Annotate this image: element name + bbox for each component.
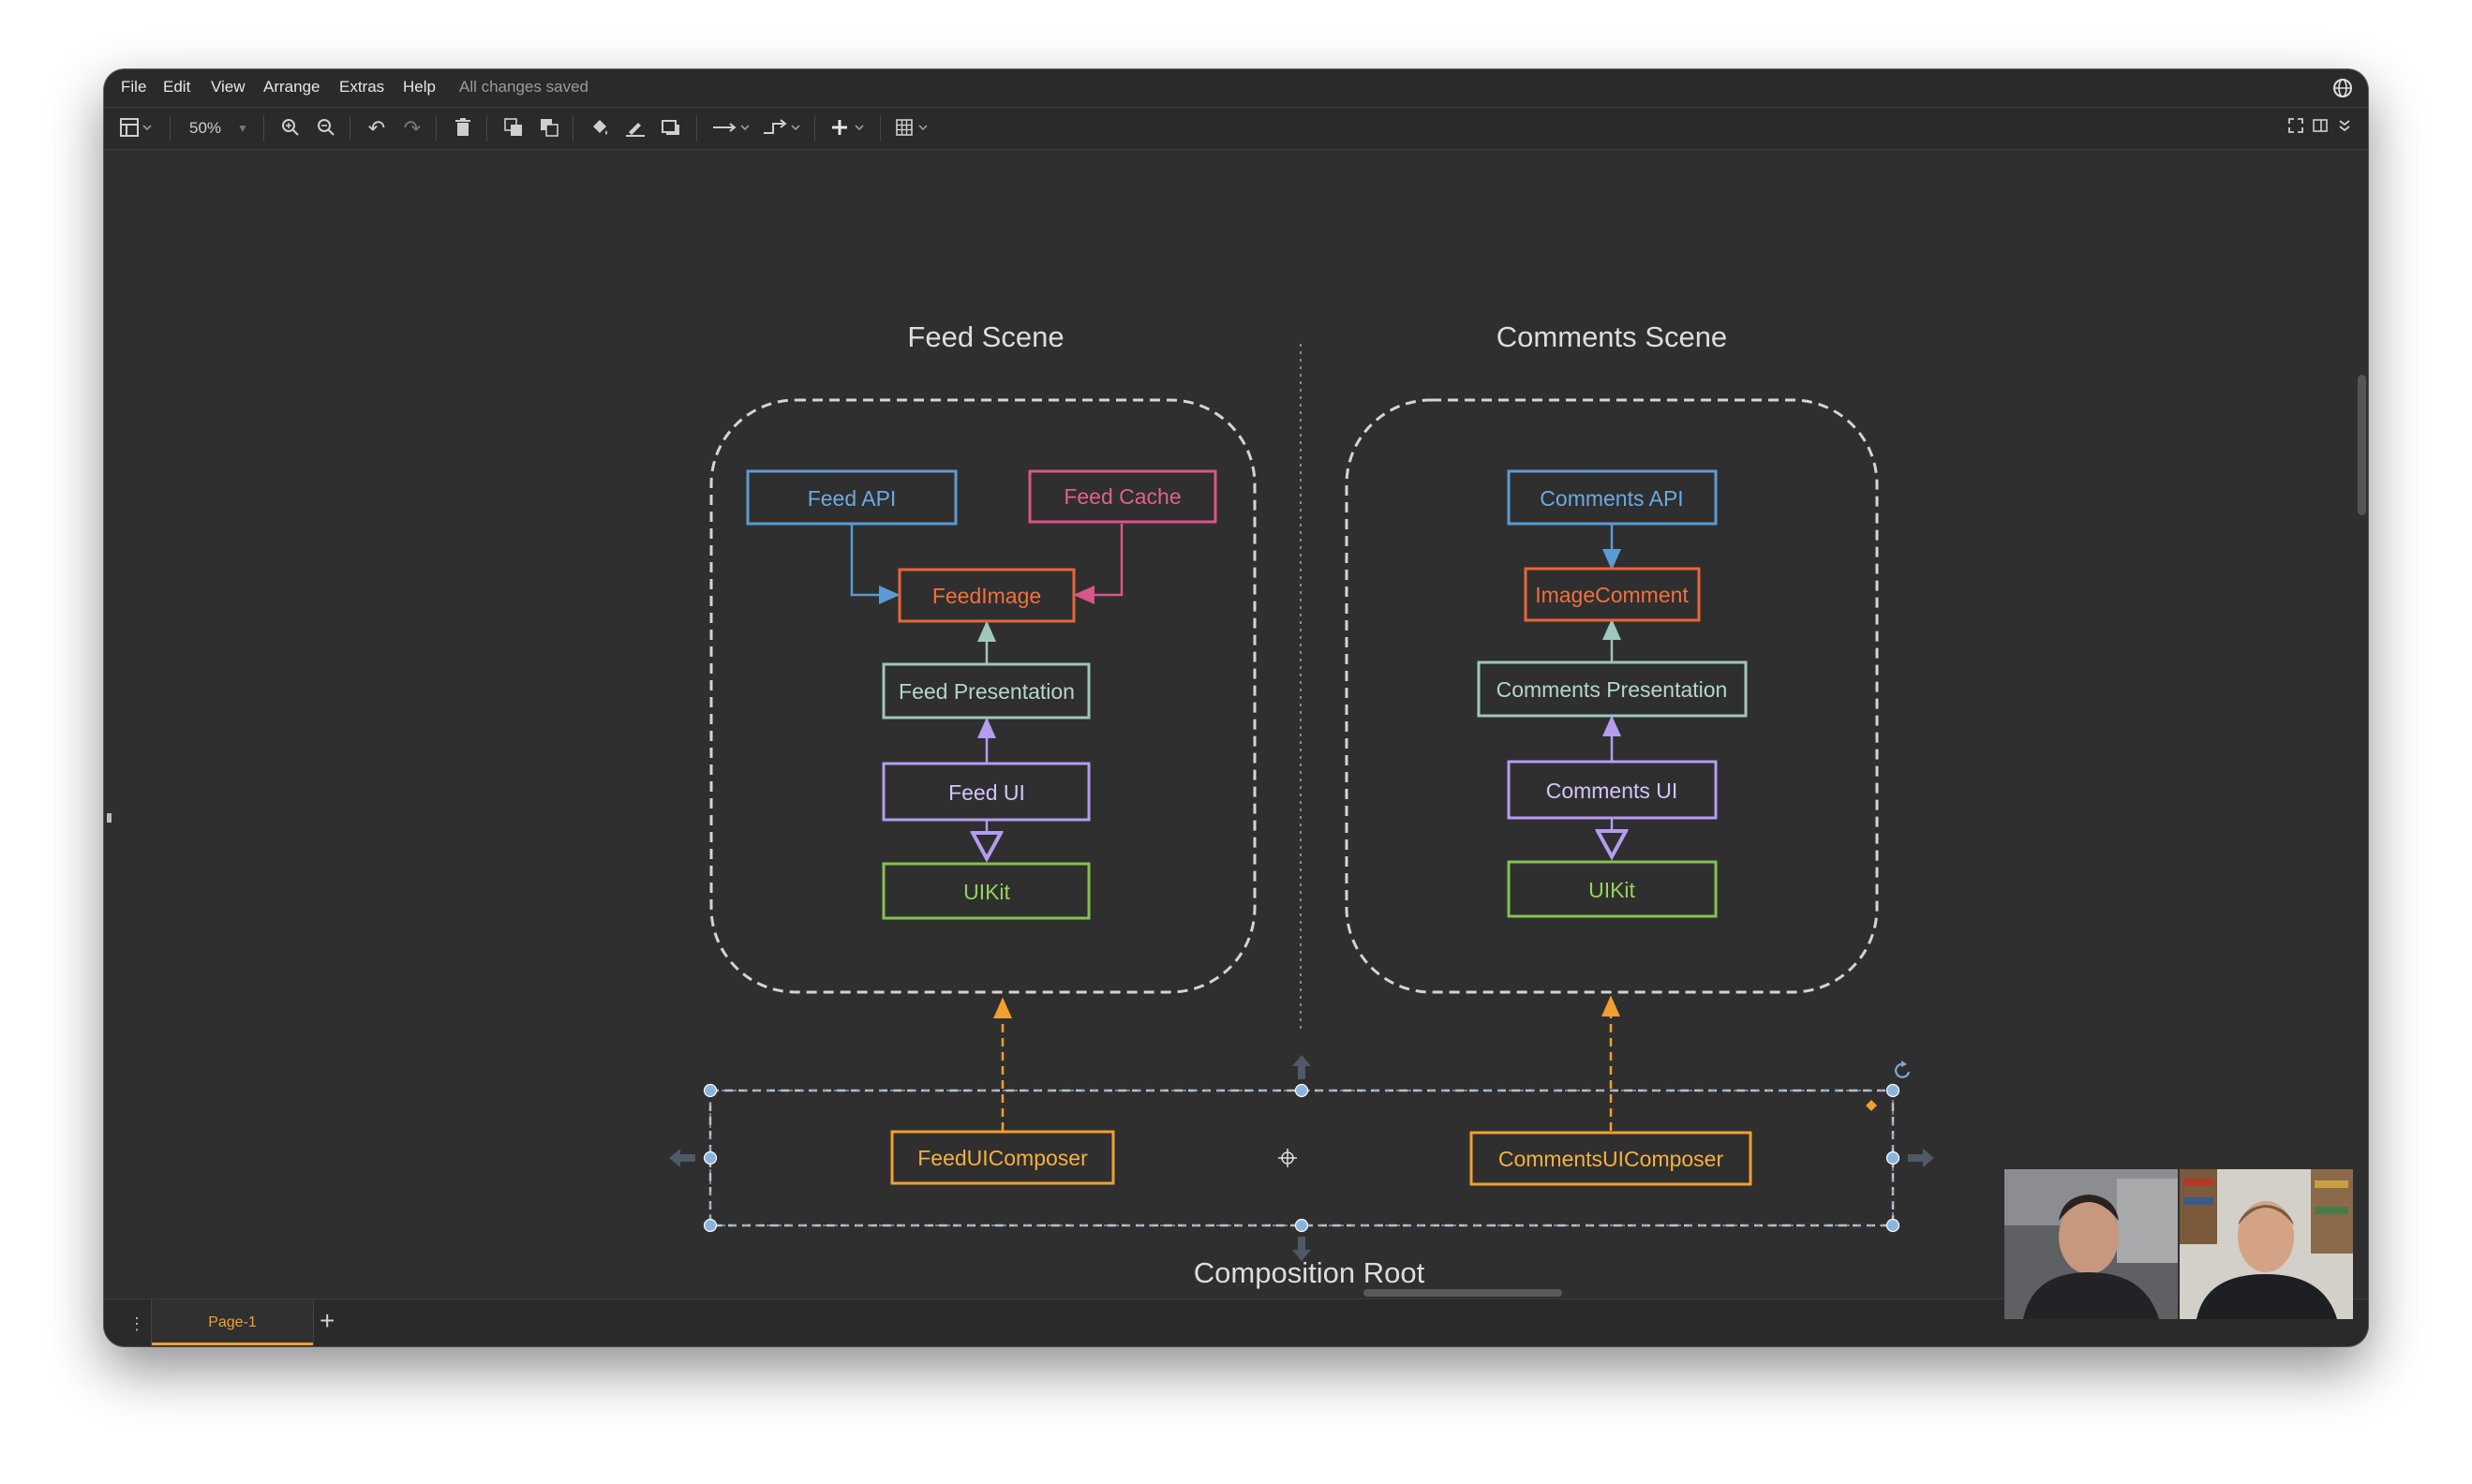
node-feed-presentation-label: Feed Presentation: [899, 679, 1075, 704]
node-comments-presentation-label: Comments Presentation: [1497, 677, 1728, 702]
menu-arrange[interactable]: Arrange: [263, 78, 320, 96]
collapse-icon[interactable]: [2334, 117, 2355, 140]
edge-feed-api-to-image[interactable]: [850, 524, 901, 604]
edge-feed-cache-to-image[interactable]: [1073, 524, 1124, 604]
globe-icon[interactable]: [2332, 78, 2353, 103]
undo-icon[interactable]: ↶: [367, 116, 386, 140]
menu-file[interactable]: File: [121, 78, 147, 96]
node-comments-ui-label: Comments UI: [1546, 779, 1678, 803]
node-feed-ui[interactable]: Feed UI: [882, 762, 1091, 822]
node-feed-presentation[interactable]: Feed Presentation: [882, 662, 1091, 720]
waypoints-icon[interactable]: [762, 117, 803, 140]
corner-radius-handle[interactable]: [1866, 1100, 1877, 1111]
app-window: File Edit View Arrange Extras Help All c…: [104, 69, 2368, 1346]
shadow-icon[interactable]: [659, 117, 683, 140]
page-tab-indicator: [152, 1343, 313, 1345]
horizontal-scrollbar[interactable]: [1363, 1289, 1562, 1297]
menu-view[interactable]: View: [211, 78, 246, 96]
node-comments-ui-composer-label: CommentsUIComposer: [1498, 1147, 1724, 1171]
clone-arrows[interactable]: [669, 1055, 1934, 1261]
node-feed-ui-label: Feed UI: [948, 780, 1025, 805]
redo-icon[interactable]: ↷: [403, 116, 422, 140]
zoom-out-icon[interactable]: [314, 117, 338, 140]
node-feed-api-label: Feed API: [808, 486, 897, 511]
zoom-in-icon[interactable]: [278, 117, 303, 140]
node-feed-image[interactable]: FeedImage: [898, 568, 1076, 623]
diagram-canvas[interactable]: Feed Scene Comments Scene Feed API: [104, 150, 2368, 1298]
save-status: All changes saved: [459, 78, 588, 96]
format-panel-icon[interactable]: [117, 117, 155, 140]
composition-root-title: Composition Root: [1194, 1256, 1425, 1289]
plus-icon[interactable]: +: [320, 1306, 335, 1335]
to-front-icon[interactable]: [501, 117, 526, 140]
comments-scene-container[interactable]: [1345, 398, 1879, 994]
comments-scene-title: Comments Scene: [1497, 320, 1727, 353]
node-comments-api[interactable]: Comments API: [1507, 469, 1718, 526]
delete-icon[interactable]: [451, 117, 475, 140]
page-tab-label: Page-1: [208, 1314, 257, 1330]
insert-icon[interactable]: [829, 117, 871, 140]
page-bar: ⋮ Page-1 +: [104, 1298, 2368, 1346]
selection-handles[interactable]: [703, 1083, 1900, 1233]
node-feed-ui-composer[interactable]: FeedUIComposer: [890, 1130, 1115, 1185]
video-participant-2[interactable]: [2180, 1169, 2353, 1319]
node-comments-ui-composer[interactable]: CommentsUIComposer: [1469, 1131, 1752, 1186]
table-icon[interactable]: [895, 117, 936, 140]
vertical-scrollbar[interactable]: [2358, 375, 2366, 515]
node-feed-cache-label: Feed Cache: [1064, 484, 1181, 509]
zoom-level[interactable]: 50%: [188, 119, 222, 137]
node-feed-uikit-label: UIKit: [963, 880, 1010, 904]
feed-scene-title: Feed Scene: [907, 320, 1064, 353]
node-feed-ui-composer-label: FeedUIComposer: [917, 1146, 1088, 1170]
toolbar: 50% ▼ ↶ ↷: [104, 108, 2368, 150]
page-menu-icon[interactable]: ⋮: [128, 1314, 145, 1333]
node-feed-cache[interactable]: Feed Cache: [1028, 469, 1217, 524]
left-panel-handle[interactable]: [107, 813, 112, 823]
node-feed-uikit[interactable]: UIKit: [882, 862, 1091, 920]
menu-help[interactable]: Help: [403, 78, 436, 96]
node-comments-ui[interactable]: Comments UI: [1507, 760, 1718, 820]
format-toggle-icon[interactable]: [2310, 117, 2331, 140]
move-cursor-icon: [1278, 1149, 1297, 1167]
feed-scene-container[interactable]: [709, 398, 1257, 994]
video-participant-1[interactable]: [2004, 1169, 2178, 1319]
page-tab-1[interactable]: Page-1: [151, 1299, 314, 1345]
node-comments-presentation[interactable]: Comments Presentation: [1477, 660, 1748, 718]
to-back-icon[interactable]: [537, 117, 561, 140]
menu-bar: File Edit View Arrange Extras Help All c…: [104, 69, 2368, 108]
node-comments-api-label: Comments API: [1540, 486, 1683, 511]
node-comments-uikit[interactable]: UIKit: [1507, 860, 1718, 918]
menu-edit[interactable]: Edit: [163, 78, 191, 96]
menu-extras[interactable]: Extras: [339, 78, 385, 96]
node-feed-image-label: FeedImage: [932, 584, 1041, 608]
rotate-handle-icon[interactable]: [1895, 1061, 1911, 1078]
node-feed-api[interactable]: Feed API: [746, 469, 958, 526]
connection-icon[interactable]: [711, 117, 752, 140]
node-image-comment[interactable]: ImageComment: [1524, 567, 1701, 622]
node-comments-uikit-label: UIKit: [1588, 878, 1635, 902]
fill-color-icon[interactable]: [588, 117, 612, 140]
node-image-comment-label: ImageComment: [1535, 583, 1689, 607]
zoom-dropdown-icon[interactable]: ▼: [237, 122, 248, 135]
fullscreen-icon[interactable]: [2286, 117, 2306, 140]
line-color-icon[interactable]: [623, 117, 648, 140]
